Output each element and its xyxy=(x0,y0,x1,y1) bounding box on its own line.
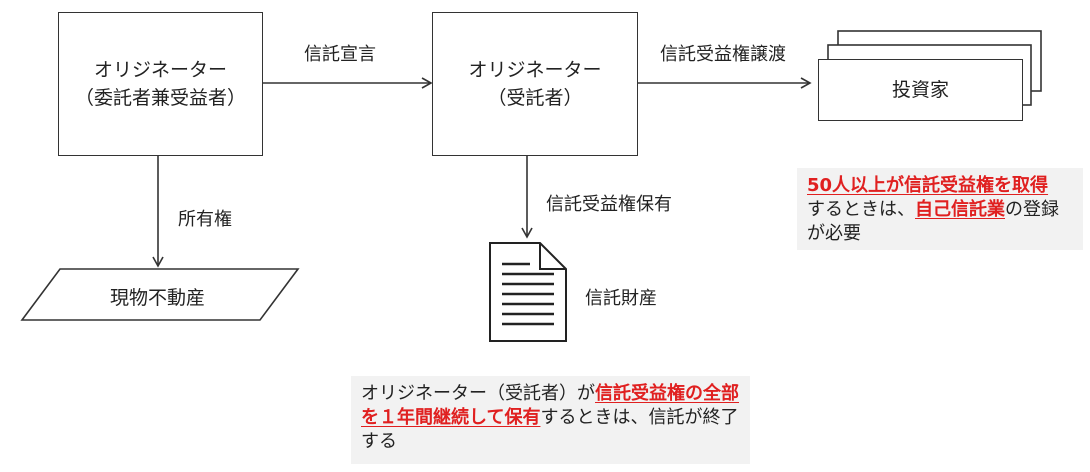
note-text: の登録が必要 xyxy=(807,199,1059,244)
note-text: するときは、 xyxy=(807,199,915,220)
physical-property-shape xyxy=(20,268,300,321)
originator-trustee-title: オリジネーター xyxy=(468,59,602,81)
originator-trustor-title: オリジネーター xyxy=(93,59,227,81)
document-icon xyxy=(489,242,567,342)
investor-registration-note: 50人以上が信託受益権を取得 するときは、自己信託業の登録が必要 xyxy=(797,168,1083,250)
originator-trustee-role: （受託者） xyxy=(487,87,583,109)
investors-label: 投資家 xyxy=(891,79,949,101)
trust-termination-note: オリジネーター（受託者）が信託受益権の全部を１年間継続して保有するときは、信託が… xyxy=(351,376,750,464)
beneficial-interest-transfer-label: 信託受益権譲渡 xyxy=(660,44,786,65)
originator-trustor-box: オリジネーター （委託者兼受益者） xyxy=(58,12,263,156)
note-highlight-self-trust-business: 自己信託業 xyxy=(915,199,1005,220)
note-highlight-one-year-holding: 信託受益権の全部を１年間継続して保有 xyxy=(361,383,739,428)
ownership-label: 所有権 xyxy=(178,209,232,230)
note-highlight-50-investors: 50人以上が信託受益権を取得 xyxy=(807,175,1049,196)
trust-declaration-label: 信託宣言 xyxy=(304,44,376,65)
physical-property-label: 現物不動産 xyxy=(110,287,206,309)
beneficial-interest-holding-label: 信託受益権保有 xyxy=(546,194,672,215)
note-text: するときは、信託が終了する xyxy=(361,407,739,452)
originator-trustee-box: オリジネーター （受託者） xyxy=(432,12,638,156)
trust-property-label: 信託財産 xyxy=(585,288,657,309)
originator-trustor-role: （委託者兼受益者） xyxy=(74,87,246,109)
investors-box: 投資家 xyxy=(818,59,1023,121)
note-text: オリジネーター（受託者）が xyxy=(361,383,595,404)
